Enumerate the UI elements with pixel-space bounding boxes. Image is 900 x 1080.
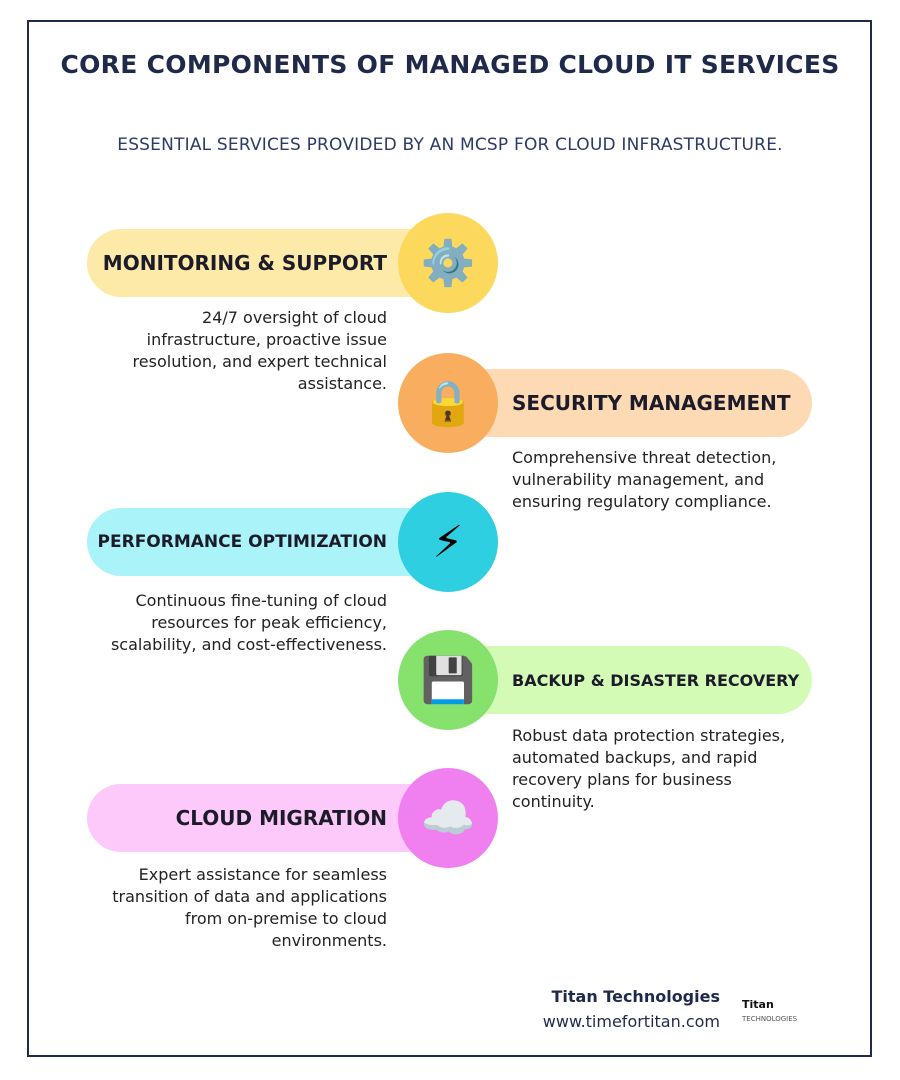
- service-pill-security-management: SECURITY MANAGEMENT: [440, 369, 812, 437]
- service-label: CLOUD MIGRATION: [175, 806, 387, 830]
- company-name: Titan Technologies: [551, 987, 721, 1006]
- service-pill-backup-disaster-recovery: BACKUP & DISASTER RECOVERY: [440, 646, 812, 714]
- gear-icon: ⚙️: [398, 213, 498, 313]
- service-pill-monitoring-support: MONITORING & SUPPORT: [87, 229, 457, 297]
- service-description: Expert assistance for seamless transitio…: [112, 865, 387, 950]
- service-description: Comprehensive threat detection, vulnerab…: [512, 448, 777, 511]
- service-label: BACKUP & DISASTER RECOVERY: [512, 670, 800, 690]
- lock-icon: 🔒: [398, 353, 498, 453]
- website-link[interactable]: www.timefortitan.com: [542, 1012, 720, 1031]
- service-description: 24/7 oversight of cloud infrastructure, …: [132, 308, 387, 393]
- service-label: MONITORING & SUPPORT: [102, 251, 387, 275]
- infographic-frame: [27, 20, 872, 1057]
- service-description: Continuous fine-tuning of cloud resource…: [110, 591, 387, 654]
- service-pill-performance-optimization: PERFORMANCE OPTIMIZATION: [87, 508, 457, 576]
- cloud-icon: ☁️: [398, 768, 498, 868]
- service-label: PERFORMANCE OPTIMIZATION: [97, 532, 387, 552]
- lightning-icon: ⚡: [398, 492, 498, 592]
- service-label: SECURITY MANAGEMENT: [512, 391, 791, 415]
- service-pill-cloud-migration: CLOUD MIGRATION: [87, 784, 457, 852]
- floppy-disk-icon: 💾: [398, 630, 498, 730]
- service-description: Robust data protection strategies, autom…: [512, 726, 786, 811]
- page-title: CORE COMPONENTS OF MANAGED CLOUD IT SERV…: [60, 50, 840, 79]
- page-subtitle: ESSENTIAL SERVICES PROVIDED BY AN MCSP F…: [117, 135, 783, 155]
